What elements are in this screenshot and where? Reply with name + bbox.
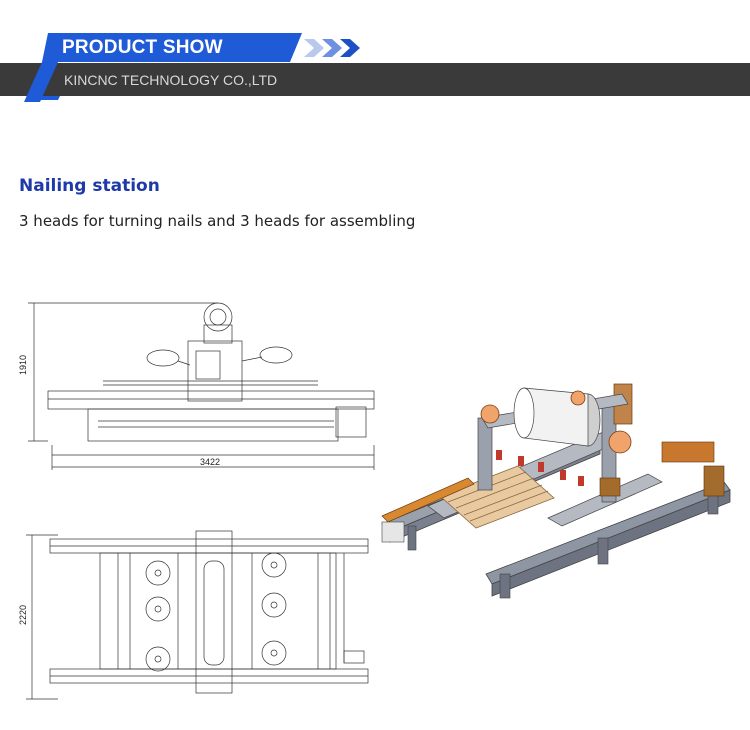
top-view-drawing: 2220: [18, 530, 369, 700]
header-accent-shape: [24, 33, 302, 102]
nailing-machine-3d-render: [381, 383, 731, 599]
top-depth-label: 2220: [18, 605, 28, 625]
front-view-drawing: 1910 3422: [18, 302, 375, 470]
section-description: 3 heads for turning nails and 3 heads fo…: [19, 212, 416, 230]
front-height-label: 1910: [18, 355, 28, 375]
header-bar: [0, 63, 750, 96]
page-title: PRODUCT SHOW: [62, 37, 223, 58]
triple-chevron-right-icon: [304, 39, 360, 57]
front-width-label: 3422: [200, 457, 220, 467]
company-name: KINCNC TECHNOLOGY CO.,LTD: [64, 72, 278, 88]
section-heading: Nailing station: [19, 176, 160, 196]
